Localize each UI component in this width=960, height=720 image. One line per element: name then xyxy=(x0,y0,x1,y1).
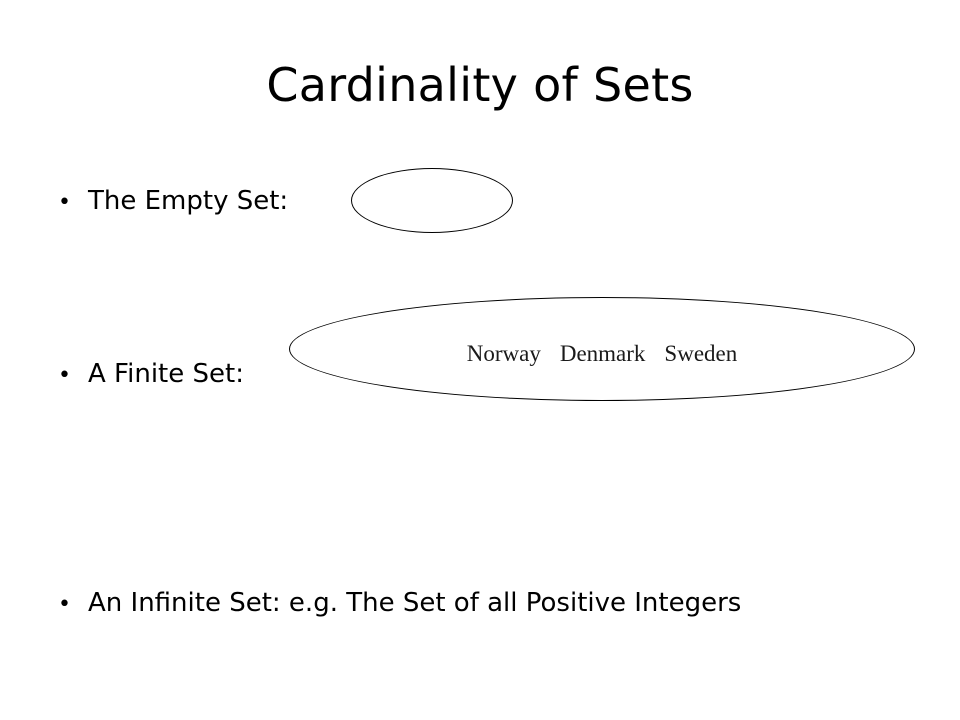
bullet-icon: • xyxy=(58,592,71,617)
set-member-norway: Norway xyxy=(466,341,541,366)
bullet-infinite-set: • An Infinite Set: e.g. The Set of all Po… xyxy=(58,590,741,616)
finite-set-members: Norway Denmark Sweden xyxy=(290,298,914,400)
bullet-label: The Empty Set: xyxy=(88,186,289,216)
bullet-label: An Infinite Set: e.g. The Set of all Pos… xyxy=(88,588,742,618)
empty-set-ellipse xyxy=(351,168,513,233)
finite-set-ellipse: Norway Denmark Sweden xyxy=(289,297,915,401)
bullet-finite-set: • A Finite Set: xyxy=(58,361,244,387)
bullet-icon: • xyxy=(58,363,71,388)
slide-title: Cardinality of Sets xyxy=(266,58,694,112)
bullet-label: A Finite Set: xyxy=(88,359,244,389)
bullet-icon: • xyxy=(58,190,71,215)
set-member-sweden: Sweden xyxy=(664,341,738,366)
bullet-empty-set: • The Empty Set: xyxy=(58,188,288,214)
set-member-denmark: Denmark xyxy=(559,341,646,366)
